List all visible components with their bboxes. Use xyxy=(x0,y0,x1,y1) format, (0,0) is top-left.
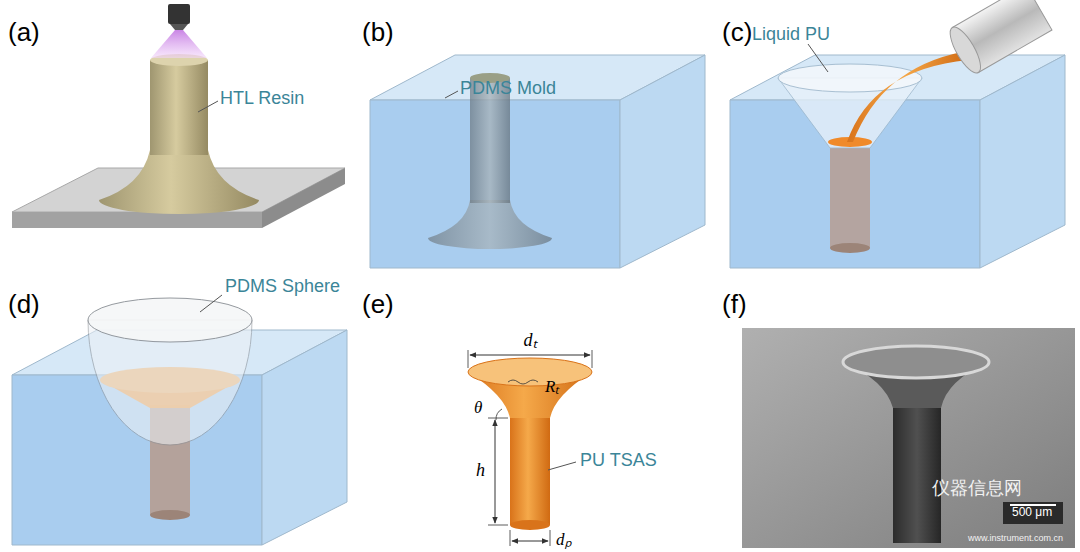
scale-bar-label: 500 μm xyxy=(1012,506,1052,520)
tsas-schematic-part xyxy=(495,420,496,523)
sphere-press-panel xyxy=(12,295,347,545)
tsas-schematic-part xyxy=(468,350,469,368)
printing-panel xyxy=(12,4,345,228)
mold-panel xyxy=(370,55,705,268)
printing-panel-part xyxy=(198,101,218,112)
printing-panel-part xyxy=(99,150,259,214)
watermark: www.instrument.com.cn xyxy=(968,533,1063,543)
panel-letter: (b) xyxy=(362,18,394,48)
tsas-schematic-part xyxy=(468,358,592,386)
pouring-panel xyxy=(730,0,1065,268)
tsas-schematic-part xyxy=(470,355,590,356)
part-label: PDMS Mold xyxy=(460,78,556,99)
panel-letter: (e) xyxy=(362,290,394,320)
dimension-label: Rₜ xyxy=(545,377,559,397)
dimension-label: dₜ xyxy=(524,330,537,351)
sphere-press-panel-part xyxy=(200,295,222,312)
panel-letter: (d) xyxy=(8,290,40,320)
part-label: PDMS Sphere xyxy=(225,276,340,297)
tsas-schematic-part xyxy=(510,530,511,546)
sphere-press-panel-part xyxy=(150,510,190,520)
printing-panel-part xyxy=(170,24,188,30)
printing-panel-part xyxy=(262,168,345,228)
panel-letter: (c) xyxy=(722,18,752,48)
sem-image-part xyxy=(1003,502,1063,524)
sphere-press-panel-part xyxy=(88,298,252,342)
part-label: PU TSAS xyxy=(580,450,657,471)
watermark: 仪器信息网 xyxy=(932,478,1022,499)
panel-letter: (a) xyxy=(8,18,40,48)
panel-letter: (f) xyxy=(722,290,747,320)
tsas-schematic-part xyxy=(510,520,550,530)
mold-panel-part xyxy=(428,200,552,249)
tsas-schematic-part xyxy=(548,462,576,470)
part-label: Liquid PU xyxy=(752,24,830,45)
mold-panel-part xyxy=(445,91,458,98)
dimension-label: h xyxy=(476,460,485,481)
pouring-panel-part xyxy=(830,243,870,253)
printing-panel-part xyxy=(150,60,208,155)
pouring-panel-part xyxy=(778,64,922,92)
printing-panel-part xyxy=(12,212,262,228)
tsas-schematic-part xyxy=(592,350,593,368)
pouring-panel-part xyxy=(808,44,828,72)
dimension-label: dₚ xyxy=(556,530,572,550)
tsas-schematic-part xyxy=(508,380,538,384)
pouring-panel-part xyxy=(980,55,1065,268)
tsas-schematic-part xyxy=(512,541,548,542)
sem-image-part xyxy=(843,346,989,378)
sem-image xyxy=(742,328,1075,548)
printing-panel-part xyxy=(168,4,190,24)
printing-panel-part xyxy=(151,30,207,58)
dimension-label: θ xyxy=(474,398,482,418)
tsas-schematic-part xyxy=(488,418,508,419)
tsas-schematic-part xyxy=(488,525,508,526)
sem-image-part xyxy=(893,405,941,543)
sphere-press-panel-part xyxy=(262,330,347,545)
sem-image-part xyxy=(742,328,1075,548)
part-label: HTL Resin xyxy=(220,88,304,109)
tsas-schematic xyxy=(468,350,592,546)
mold-panel-part xyxy=(620,55,705,268)
tsas-schematic-part xyxy=(550,530,551,546)
pouring-panel-part-part xyxy=(945,23,987,77)
pouring-panel-part xyxy=(847,52,968,142)
tsas-schematic-part xyxy=(510,412,550,525)
pouring-panel-part xyxy=(830,148,870,248)
pouring-panel-part xyxy=(945,0,1052,77)
